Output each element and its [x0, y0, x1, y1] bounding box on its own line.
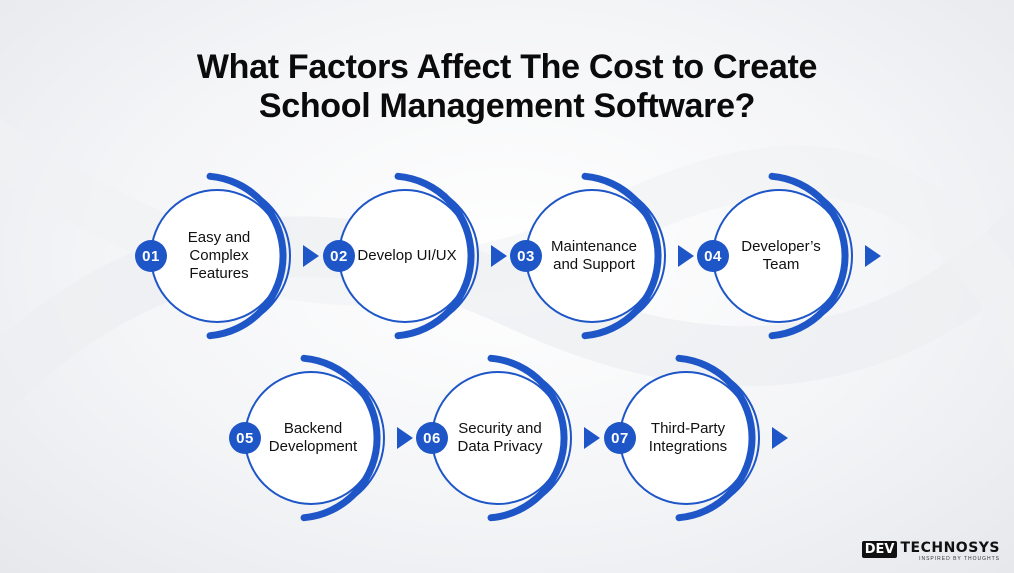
factor-label: Developer’s Team [741, 238, 821, 273]
step-number-badge: 06 [416, 422, 448, 454]
factor-ring-graphic [619, 354, 788, 522]
factor-label: Backend Development [268, 420, 358, 455]
factor-thick-arc [768, 172, 849, 340]
factor-label: Third-Party Integrations [648, 420, 728, 455]
factor-ring-graphic [525, 172, 694, 340]
factor-thick-arc [300, 354, 381, 522]
logo-mark: DEV [861, 541, 898, 558]
logo-name: TECHNOSYS [900, 540, 1000, 556]
factor-ring-graphic [150, 172, 319, 340]
factor-thick-arc [487, 354, 568, 522]
factor-item: 04 Developer’s Team [697, 171, 959, 341]
arrow-icon [491, 245, 507, 267]
factor-thick-arc [581, 172, 662, 340]
arrow-icon [865, 245, 881, 267]
arrow-icon [772, 427, 788, 449]
step-number-badge: 01 [135, 240, 167, 272]
factor-label: Maintenance and Support [551, 238, 637, 273]
factor-thick-arc [394, 172, 475, 340]
factor-item: 06 Security and Data Privacy [416, 353, 678, 523]
title-line-2: School Management Software? [258, 87, 756, 125]
logo-tagline: INSPIRED BY THOUGHTS [919, 556, 1000, 562]
factor-label: Easy and Complex Features [187, 229, 251, 282]
arrow-icon [584, 427, 600, 449]
step-number-badge: 02 [323, 240, 355, 272]
title-line-1: What Factors Affect The Cost to Create [196, 48, 818, 86]
arrow-icon [303, 245, 319, 267]
factor-ring-graphic [338, 172, 507, 340]
factor-item: 01 Easy and Complex Features [135, 171, 397, 341]
arrow-icon [678, 245, 694, 267]
step-number-badge: 07 [604, 422, 636, 454]
factor-thick-arc [206, 172, 287, 340]
factor-label: Develop UI/UX [357, 247, 457, 264]
page-title: What Factors Affect The Cost to Create S… [0, 48, 1014, 126]
company-logo: DEV TECHNOSYS INSPIRED BY THOUGHTS [861, 540, 1000, 563]
step-number-badge: 05 [229, 422, 261, 454]
arrow-icon [397, 427, 413, 449]
step-number-badge: 04 [697, 240, 729, 272]
factor-thick-arc [675, 354, 756, 522]
factor-item: 07 Third-Party Integrations [604, 353, 866, 523]
factor-item: 03 Maintenance and Support [510, 171, 772, 341]
factor-label: Security and Data Privacy [457, 420, 543, 455]
step-number-badge: 03 [510, 240, 542, 272]
factor-ring-graphic [431, 354, 600, 522]
